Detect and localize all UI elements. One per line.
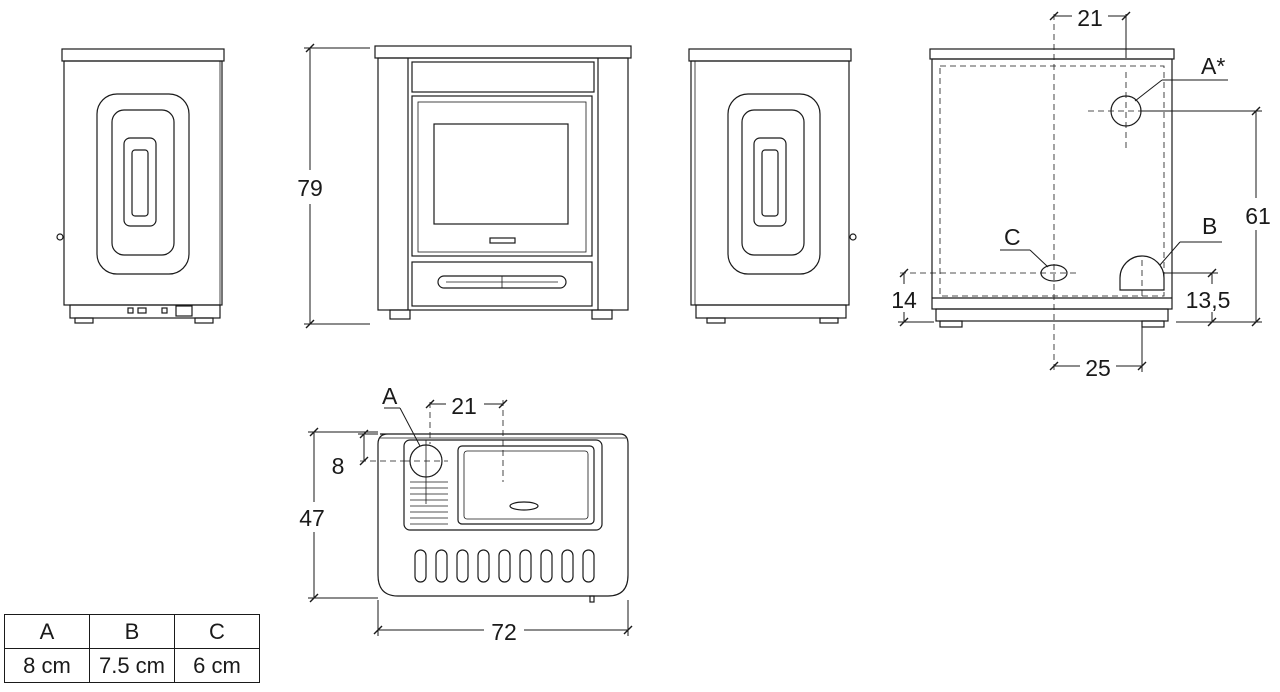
table-header-row: A B C	[4, 614, 260, 649]
height-dim-label: 79	[297, 175, 323, 201]
table-header-a: A	[4, 614, 90, 649]
front-view	[374, 45, 632, 320]
rear-offset-a-dim-label: 61	[1245, 203, 1271, 229]
table-row: 8 cm 7.5 cm 6 cm	[4, 648, 260, 683]
width-dim-label: 72	[491, 619, 517, 645]
side-view-left	[56, 48, 225, 324]
rear-spacing-dim-label: 25	[1085, 355, 1111, 381]
label-b: B	[1202, 213, 1217, 239]
table-value-b: 7.5 cm	[89, 648, 175, 683]
table-header-c: C	[174, 614, 260, 649]
dimension-labels: 79 21 61 14 13,5 25 21 8 47 72	[288, 4, 1274, 645]
label-a-star: A*	[1201, 53, 1225, 79]
table-value-a: 8 cm	[4, 648, 90, 683]
top-pipe-offset-dim-label: 21	[451, 393, 477, 419]
side-view-right	[688, 48, 857, 324]
table-value-c: 6 cm	[174, 648, 260, 683]
top-edge-offset-dim-label: 8	[332, 453, 345, 479]
label-a: A	[382, 383, 398, 409]
rear-offset-b-dim-label: 13,5	[1186, 287, 1231, 313]
label-c: C	[1004, 224, 1021, 250]
rear-offset-c-dim-label: 14	[891, 287, 917, 313]
rear-view	[900, 14, 1175, 372]
connection-size-table: A B C 8 cm 7.5 cm 6 cm	[4, 614, 260, 683]
table-header-b: B	[89, 614, 175, 649]
top-view	[360, 400, 629, 603]
dimension-lines	[304, 11, 1262, 636]
connection-labels: A* B C A	[382, 53, 1225, 409]
depth-dim-label: 47	[299, 505, 325, 531]
front-pipe-offset-dim-label: 21	[1077, 5, 1103, 31]
